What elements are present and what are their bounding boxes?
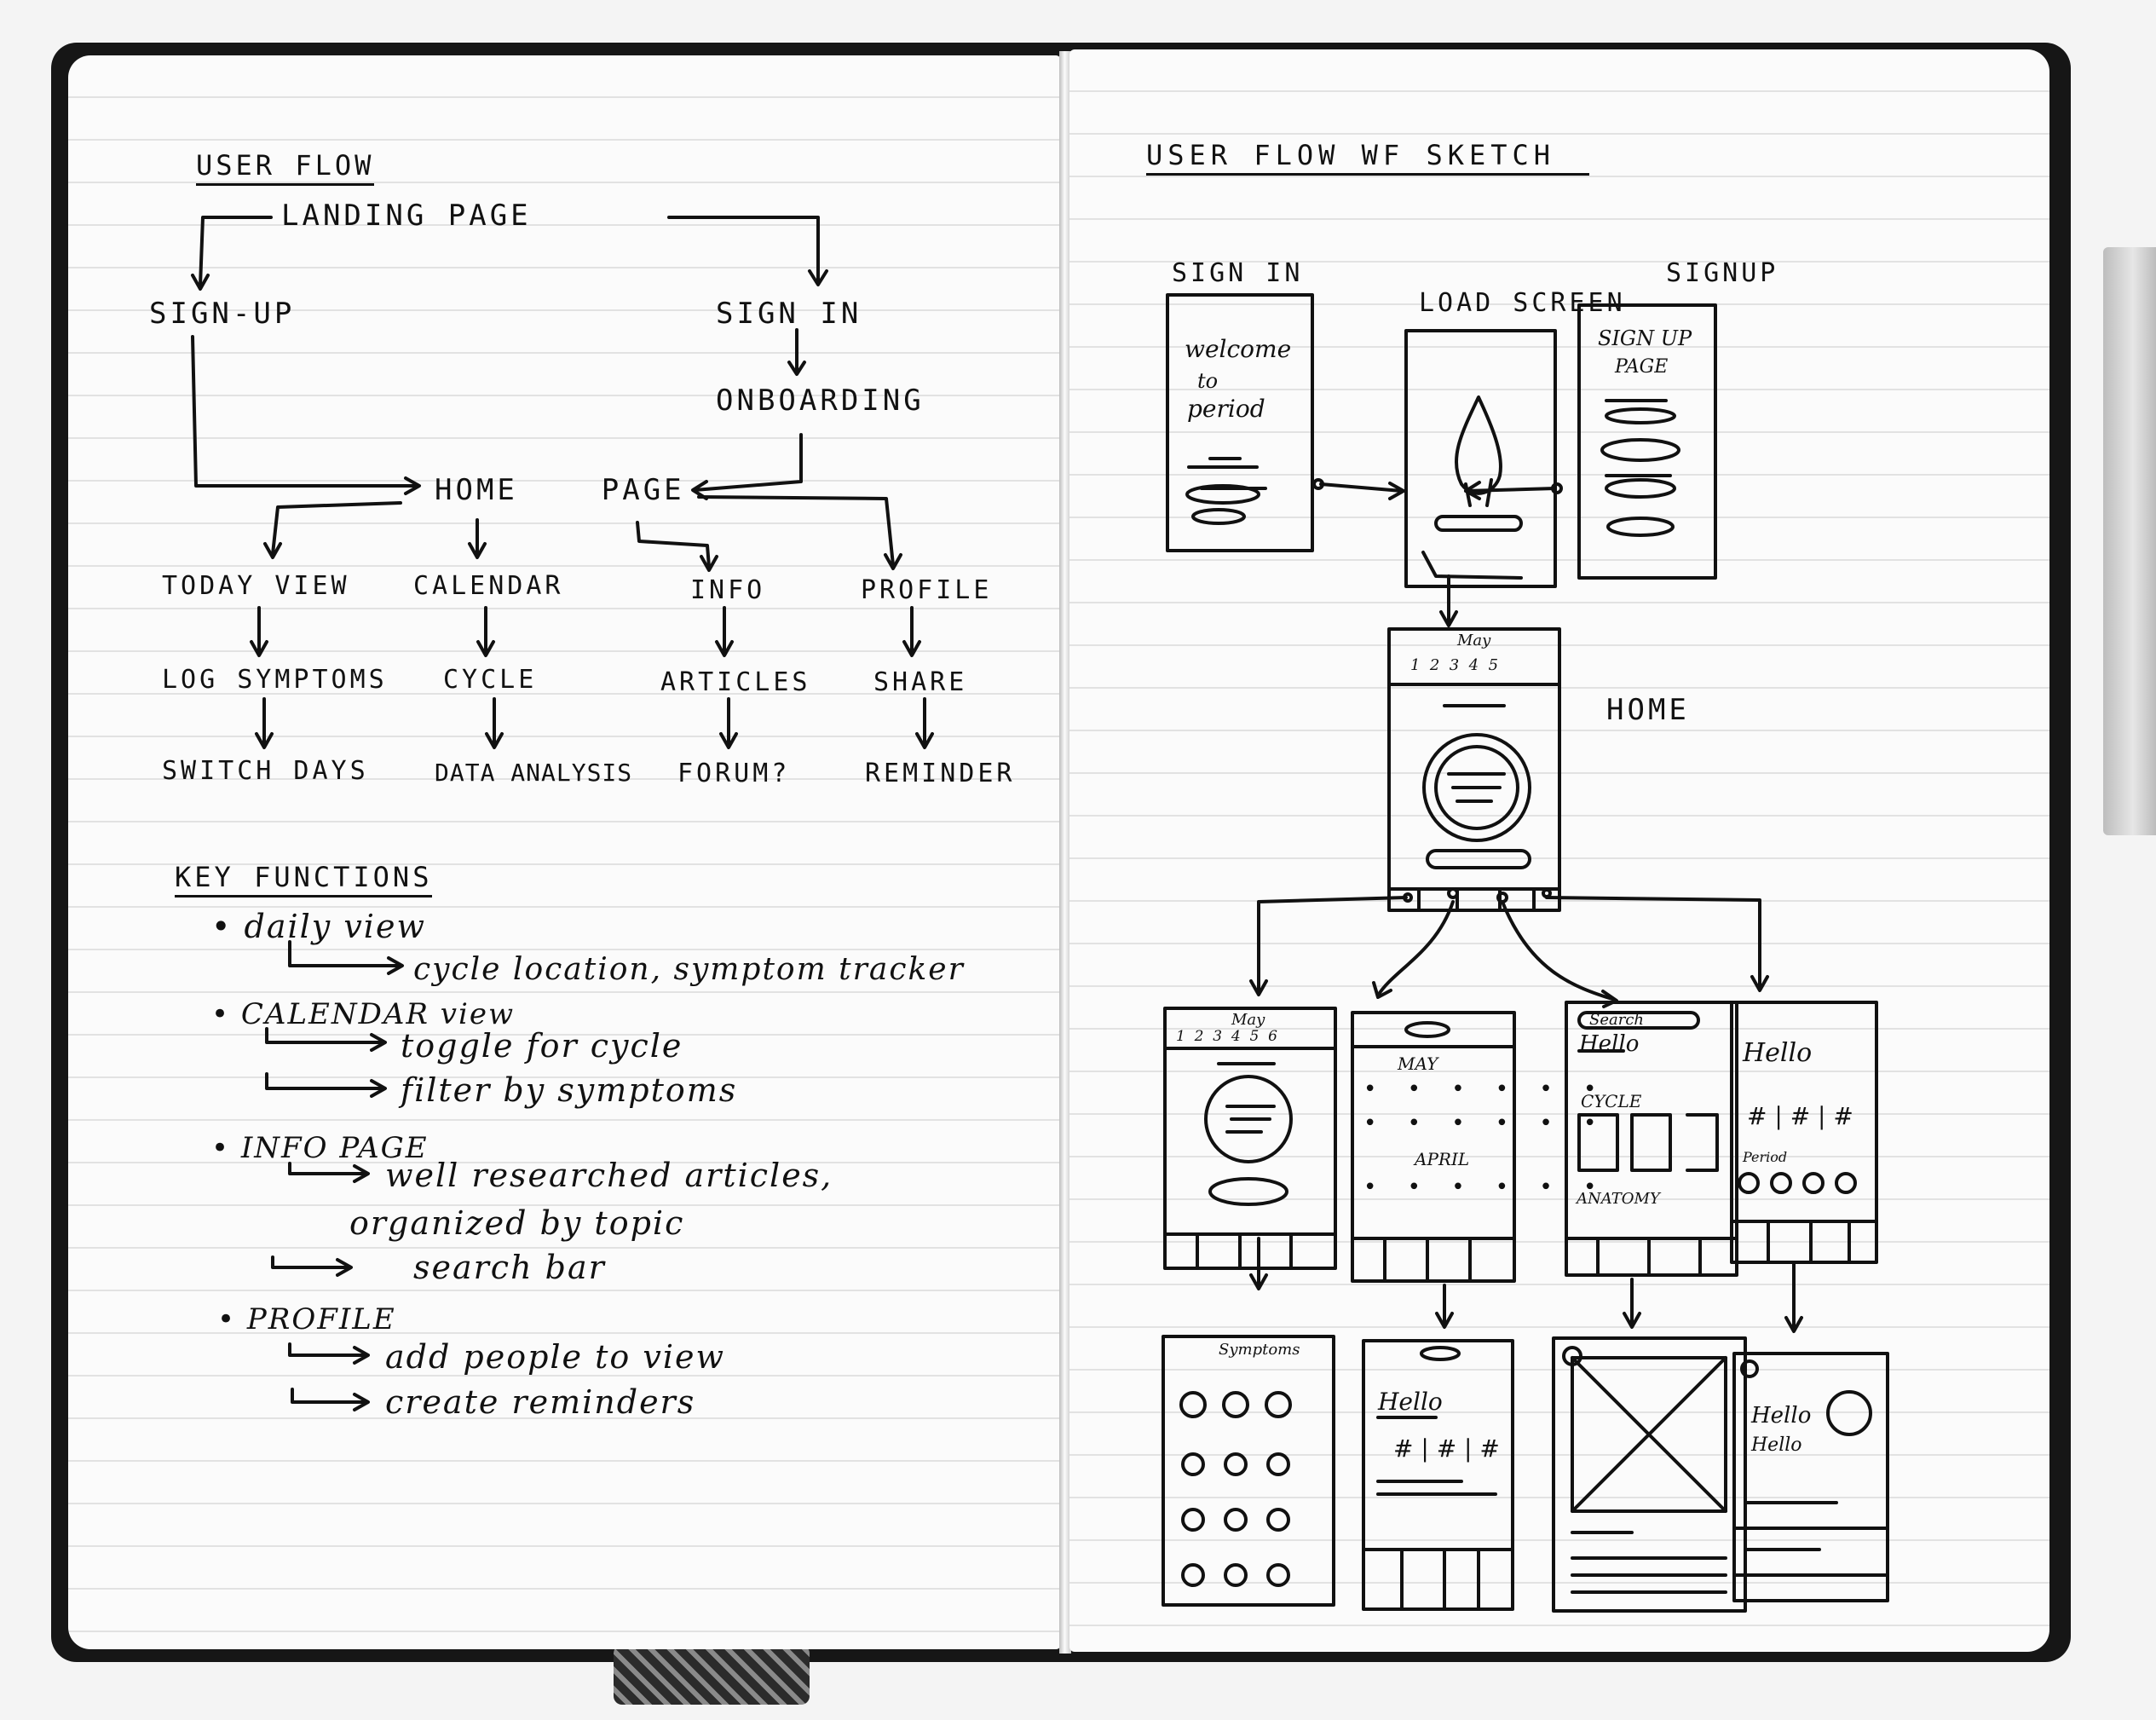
data-wireframe xyxy=(1362,1339,1514,1611)
right-page: USER FLOW WF SKETCH SIGN IN LOAD SCREEN … xyxy=(1069,49,2049,1652)
info-cycle: CYCLE xyxy=(1581,1091,1642,1111)
calendar-dots-2: • • • • • • xyxy=(1363,1111,1609,1136)
branch-top-profile: PROFILE xyxy=(861,575,993,605)
kf-sub-organized: organized by topic xyxy=(349,1204,685,1242)
kf-bullet-info-page: • INFO PAGE xyxy=(211,1131,429,1165)
sign-in-to: to xyxy=(1197,369,1219,393)
branch-mid-cycle: CYCLE xyxy=(443,665,538,695)
label-load-screen: LOAD SCREEN xyxy=(1419,288,1626,318)
sign-in-wireframe xyxy=(1166,293,1314,552)
sign-up-node: SIGN-UP xyxy=(149,297,296,331)
kf-bullet-daily-view: • daily view xyxy=(211,908,426,945)
kf-sub-cycle-location: cycle location, symptom tracker xyxy=(413,952,965,987)
profile-hello: Hello xyxy=(1743,1038,1813,1068)
today-wireframe xyxy=(1163,1007,1337,1270)
bookmark-ribbon xyxy=(614,1645,810,1705)
page-gutter xyxy=(1059,51,1071,1654)
calendar-month-may: MAY xyxy=(1398,1053,1438,1074)
sign-in-period: period xyxy=(1187,395,1265,423)
data-hello: Hello xyxy=(1378,1388,1443,1416)
profile-period: Period xyxy=(1743,1149,1788,1165)
branch-mid-log-symptoms: LOG SYMPTOMS xyxy=(162,665,388,695)
profile-hashes: # | # | # xyxy=(1747,1102,1853,1130)
calendar-month-april: APRIL xyxy=(1415,1149,1470,1169)
sign-in-welcome: welcome xyxy=(1185,335,1292,363)
today-month: May xyxy=(1231,1011,1265,1029)
kf-sub-toggle: toggle for cycle xyxy=(401,1027,683,1065)
calendar-wireframe xyxy=(1351,1011,1516,1283)
wireframe-drawings xyxy=(1162,293,1889,1613)
home-page-node: HOME PAGE xyxy=(435,473,685,507)
branch-top-calendar: CALENDAR xyxy=(413,571,564,601)
kf-sub-articles: well researched articles, xyxy=(385,1157,833,1194)
info-wireframe xyxy=(1565,1001,1738,1277)
profile-detail-line2: Hello xyxy=(1751,1434,1802,1456)
today-days: 1 2 3 4 5 6 xyxy=(1176,1028,1277,1045)
user-flow-arrows xyxy=(191,216,934,1411)
profile-wireframe xyxy=(1730,1001,1878,1264)
info-anatomy: ANATOMY xyxy=(1577,1190,1660,1208)
pencil xyxy=(2103,247,2156,835)
key-functions-title: KEY FUNCTIONS xyxy=(175,861,433,898)
home-days: 1 2 3 4 5 xyxy=(1410,656,1499,674)
label-sign-up: SIGNUP xyxy=(1666,258,1779,288)
profile-detail-line1: Hello xyxy=(1751,1403,1812,1429)
kf-sub-add-people: add people to view xyxy=(385,1338,725,1376)
load-screen-wireframe xyxy=(1404,329,1557,588)
branch-bottom-switch-days: SWITCH DAYS xyxy=(162,756,369,786)
calendar-dots-3: • • • • • • xyxy=(1363,1175,1609,1200)
branch-bottom-data-analysis: DATA ANALYSIS xyxy=(435,759,633,787)
symptoms-title: Symptoms xyxy=(1219,1341,1300,1359)
info-search: Search xyxy=(1589,1011,1644,1029)
user-flow-title: USER FLOW xyxy=(196,149,375,186)
kf-sub-search-bar: search bar xyxy=(413,1249,606,1286)
branch-bottom-reminder: REMINDER xyxy=(865,759,1016,788)
kf-sub-reminders: create reminders xyxy=(385,1383,696,1421)
left-page: USER FLOW LANDING PAGE SIGN-UP SIGN IN O… xyxy=(68,55,1061,1649)
article-wireframe xyxy=(1552,1336,1747,1613)
home-month: May xyxy=(1457,632,1491,649)
label-home: HOME xyxy=(1606,693,1690,727)
onboarding-node: ONBOARDING xyxy=(716,384,925,418)
branch-mid-articles: ARTICLES xyxy=(660,667,811,697)
home-wireframe xyxy=(1387,627,1561,912)
landing-page-node: LANDING PAGE xyxy=(281,199,532,233)
label-sign-in: SIGN IN xyxy=(1172,258,1304,288)
branch-mid-share: SHARE xyxy=(873,667,968,697)
data-hashes: # | # | # xyxy=(1393,1434,1500,1463)
kf-bullet-profile: • PROFILE xyxy=(217,1302,396,1336)
sign-up-wireframe xyxy=(1577,303,1717,580)
wf-sketch-title: USER FLOW WF SKETCH xyxy=(1146,139,1590,176)
symptoms-wireframe xyxy=(1162,1335,1335,1607)
sign-in-node: SIGN IN xyxy=(716,297,862,331)
calendar-dots-1: • • • • • • xyxy=(1363,1076,1609,1102)
kf-sub-filter: filter by symptoms xyxy=(401,1071,738,1109)
notebook: USER FLOW LANDING PAGE SIGN-UP SIGN IN O… xyxy=(51,43,2156,1705)
branch-bottom-forum: FORUM? xyxy=(677,759,791,788)
profile-detail-wireframe xyxy=(1732,1352,1889,1602)
branch-top-info: INFO xyxy=(690,575,766,605)
branch-top-today: TODAY VIEW xyxy=(162,571,350,601)
kf-bullet-calendar: • CALENDAR view xyxy=(211,997,516,1031)
sign-up-page: PAGE xyxy=(1615,356,1669,378)
drop-icon xyxy=(1454,395,1502,495)
sign-up-title: SIGN UP xyxy=(1598,326,1692,350)
info-hello: Hello xyxy=(1579,1031,1640,1057)
